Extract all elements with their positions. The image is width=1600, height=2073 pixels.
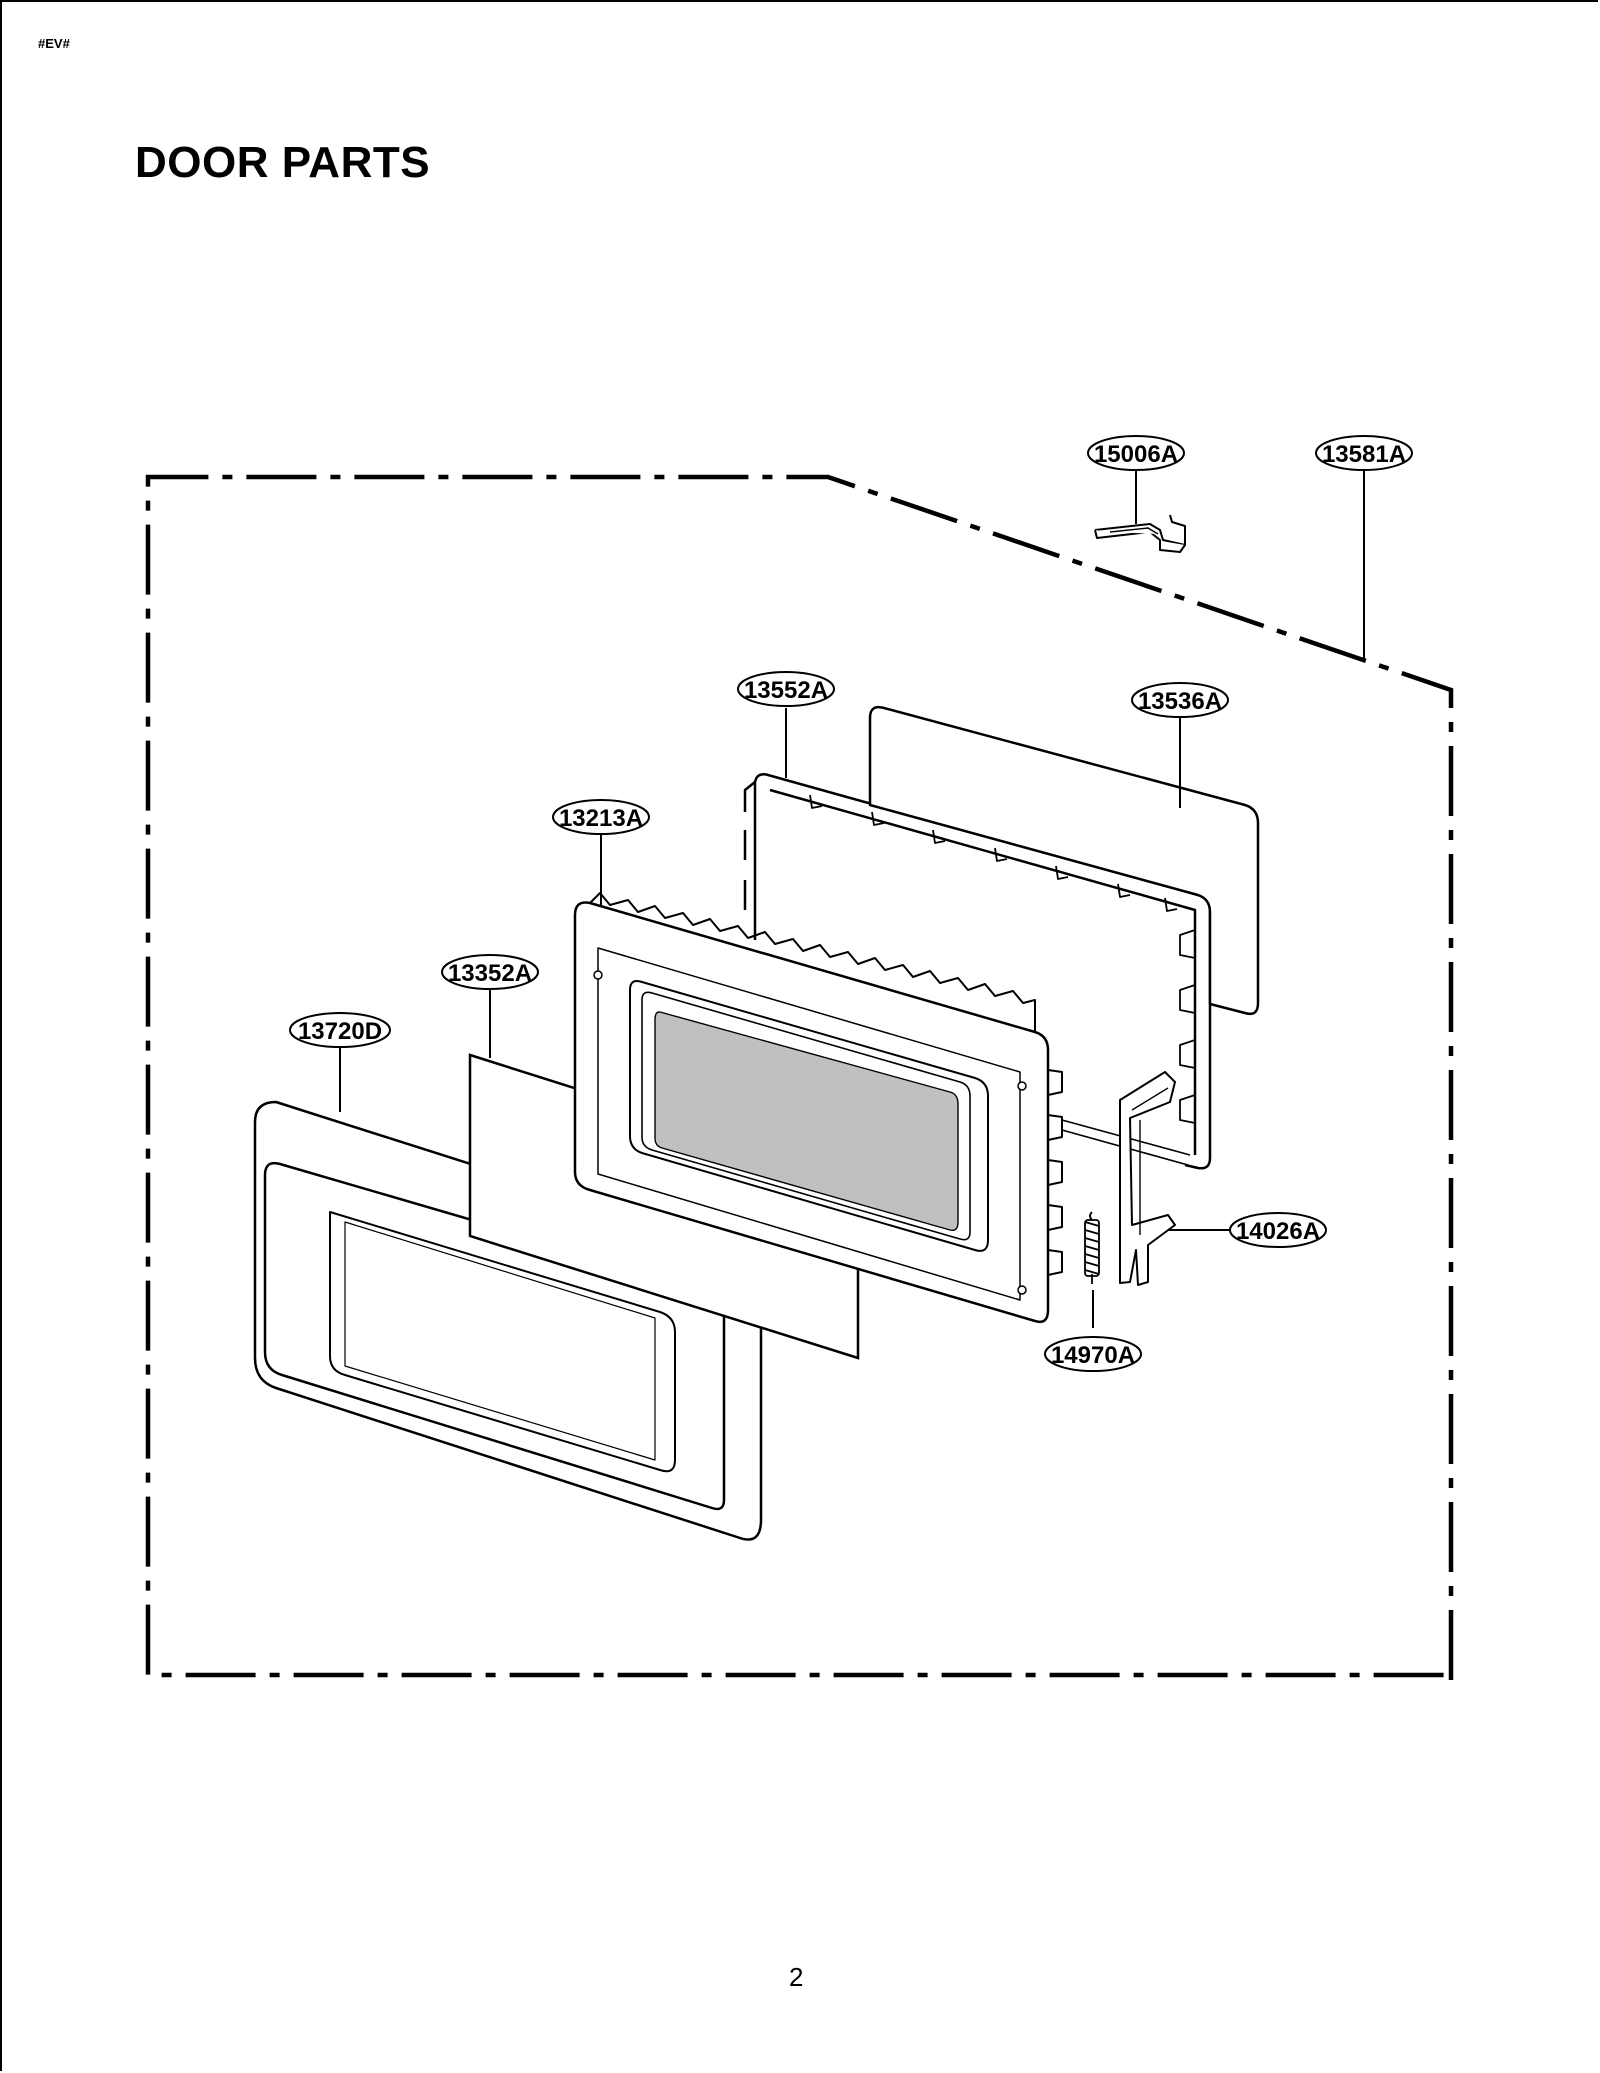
svg-text:13213A: 13213A: [559, 805, 643, 832]
svg-text:14970A: 14970A: [1051, 1342, 1135, 1369]
latch-spring: [1084, 1211, 1100, 1284]
latch-lever: [1119, 1071, 1176, 1286]
callout-13213A: 13213A: [552, 799, 650, 835]
callout-13536A: 13536A: [1131, 682, 1229, 718]
callout-15006A: 15006A: [1087, 435, 1185, 471]
svg-text:15006A: 15006A: [1094, 441, 1178, 468]
svg-text:13536A: 13536A: [1138, 688, 1222, 715]
callout-13720D: 13720D: [289, 1012, 391, 1048]
leader-lines: [339, 468, 1365, 1328]
callout-13581A: 13581A: [1315, 435, 1413, 471]
svg-text:13581A: 13581A: [1322, 441, 1406, 468]
callout-13352A: 13352A: [441, 954, 539, 990]
page-number: 2: [789, 1962, 804, 1992]
hinge-clip: [1094, 514, 1186, 553]
callout-14026A: 14026A: [1229, 1212, 1327, 1248]
page-title: DOOR PARTS: [135, 138, 431, 187]
svg-text:13720D: 13720D: [298, 1018, 382, 1045]
callout-14970A: 14970A: [1044, 1336, 1142, 1372]
choke-sheet: [868, 705, 1260, 1016]
door-inner-frame: [573, 892, 1063, 1324]
svg-text:13552A: 13552A: [744, 677, 828, 704]
assembly-boundary: [145, 474, 1454, 1680]
svg-text:14026A: 14026A: [1236, 1218, 1320, 1245]
callout-13552A: 13552A: [737, 671, 835, 707]
document-code: #EV#: [38, 36, 70, 51]
svg-text:13352A: 13352A: [448, 960, 532, 987]
door-front-frame: [253, 1100, 763, 1541]
